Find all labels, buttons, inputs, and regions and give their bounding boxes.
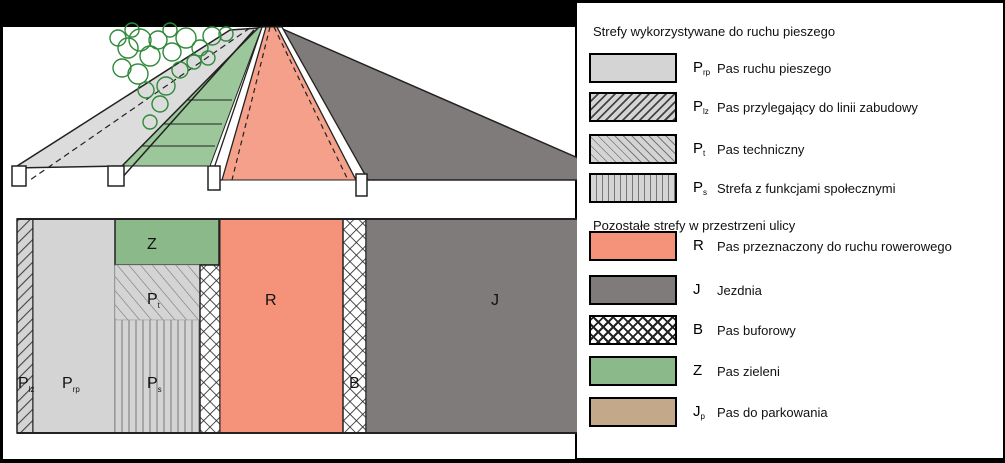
zone-z <box>114 218 220 266</box>
perspective-view <box>11 22 579 197</box>
legend-item: J Jezdnia <box>589 275 1003 307</box>
legend-code: Plz <box>693 98 709 116</box>
legend-item: Z Pas zieleni <box>589 356 1003 388</box>
legend-swatch <box>589 173 677 203</box>
legend-label: Strefa z funkcjami społecznymi <box>717 181 896 196</box>
legend-label: Pas techniczny <box>717 142 805 157</box>
legend-item: B Pas buforowy <box>589 315 1003 347</box>
legend-code: Ps <box>693 179 707 197</box>
legend-code: R <box>693 237 704 254</box>
label-t: Pt <box>147 291 161 310</box>
legend-item: Plz Pas przylegający do linii zabudowy <box>589 92 1003 124</box>
legend-label: Pas ruchu pieszego <box>717 61 832 76</box>
legend-label: Pas buforowy <box>717 323 796 338</box>
legend-code-key: P <box>693 59 704 76</box>
legend-heading-other: Pozostałe strefy w przestrzeni ulicy <box>593 218 796 233</box>
legend-item: Prp Pas ruchu pieszego <box>589 53 1003 85</box>
legend-code: Pt <box>693 140 705 158</box>
legend-code-key: P <box>693 140 704 157</box>
legend-item: Pt Pas techniczny <box>589 134 1003 166</box>
label-rp: Prp <box>62 375 80 394</box>
legend-label: Pas przeznaczony do ruchu rowerowego <box>717 239 952 254</box>
zone-t <box>114 264 201 321</box>
legend-item: Jp Pas do parkowania <box>589 397 1003 429</box>
legend-code-key: P <box>693 179 704 196</box>
legend-swatch <box>589 134 677 164</box>
legend-label: Pas przylegający do linii zabudowy <box>717 100 918 115</box>
legend-code-key: J <box>693 281 701 298</box>
legend-code: J <box>693 281 701 298</box>
legend-code-key: R <box>693 237 704 254</box>
zone-s <box>114 319 201 434</box>
legend-item: Ps Strefa z funkcjami społecznymi <box>589 173 1003 205</box>
legend-code-key: Z <box>693 362 703 379</box>
legend-swatch <box>589 53 677 83</box>
legend-code-sub: p <box>700 412 705 421</box>
plan-view: Plz Prp Z Pt Ps R B J <box>16 218 579 434</box>
label-r: R <box>265 292 277 309</box>
legend: Strefy wykorzystywane do ruchu pieszego … <box>577 3 1003 458</box>
legend-swatch <box>589 231 677 261</box>
label-z: Z <box>147 236 157 253</box>
zone-j <box>365 218 579 434</box>
legend-label: Pas do parkowania <box>717 405 828 420</box>
legend-code: Prp <box>693 59 710 77</box>
legend-swatch <box>589 397 677 427</box>
legend-code-key: B <box>693 321 704 338</box>
legend-code: Jp <box>693 403 705 421</box>
label-j: J <box>491 292 499 309</box>
zone-b-left <box>199 264 221 434</box>
legend-label: Pas zieleni <box>717 364 780 379</box>
label-s: Ps <box>147 375 162 394</box>
legend-code-sub: t <box>703 149 706 158</box>
legend-item: R Pas przeznaczony do ruchu rowerowego <box>589 231 1003 263</box>
zone-rp <box>32 218 116 434</box>
legend-swatch <box>589 315 677 345</box>
legend-code: B <box>693 321 703 338</box>
legend-code-sub: lz <box>703 107 709 116</box>
legend-code: Z <box>693 362 702 379</box>
label-lz: Plz <box>18 375 34 394</box>
legend-swatch <box>589 92 677 122</box>
legend-label: Jezdnia <box>717 283 762 298</box>
zone-lz <box>16 218 34 434</box>
legend-code-key: J <box>693 403 701 420</box>
legend-swatch <box>589 275 677 305</box>
legend-heading-pedestrian: Strefy wykorzystywane do ruchu pieszego <box>593 24 836 39</box>
zone-b <box>342 218 367 434</box>
legend-code-sub: s <box>703 188 708 197</box>
label-b: B <box>349 375 360 392</box>
legend-code-key: P <box>693 98 704 115</box>
legend-swatch <box>589 356 677 386</box>
legend-code-sub: rp <box>703 68 711 77</box>
tree-icon <box>109 22 234 130</box>
zone-r <box>219 218 344 434</box>
